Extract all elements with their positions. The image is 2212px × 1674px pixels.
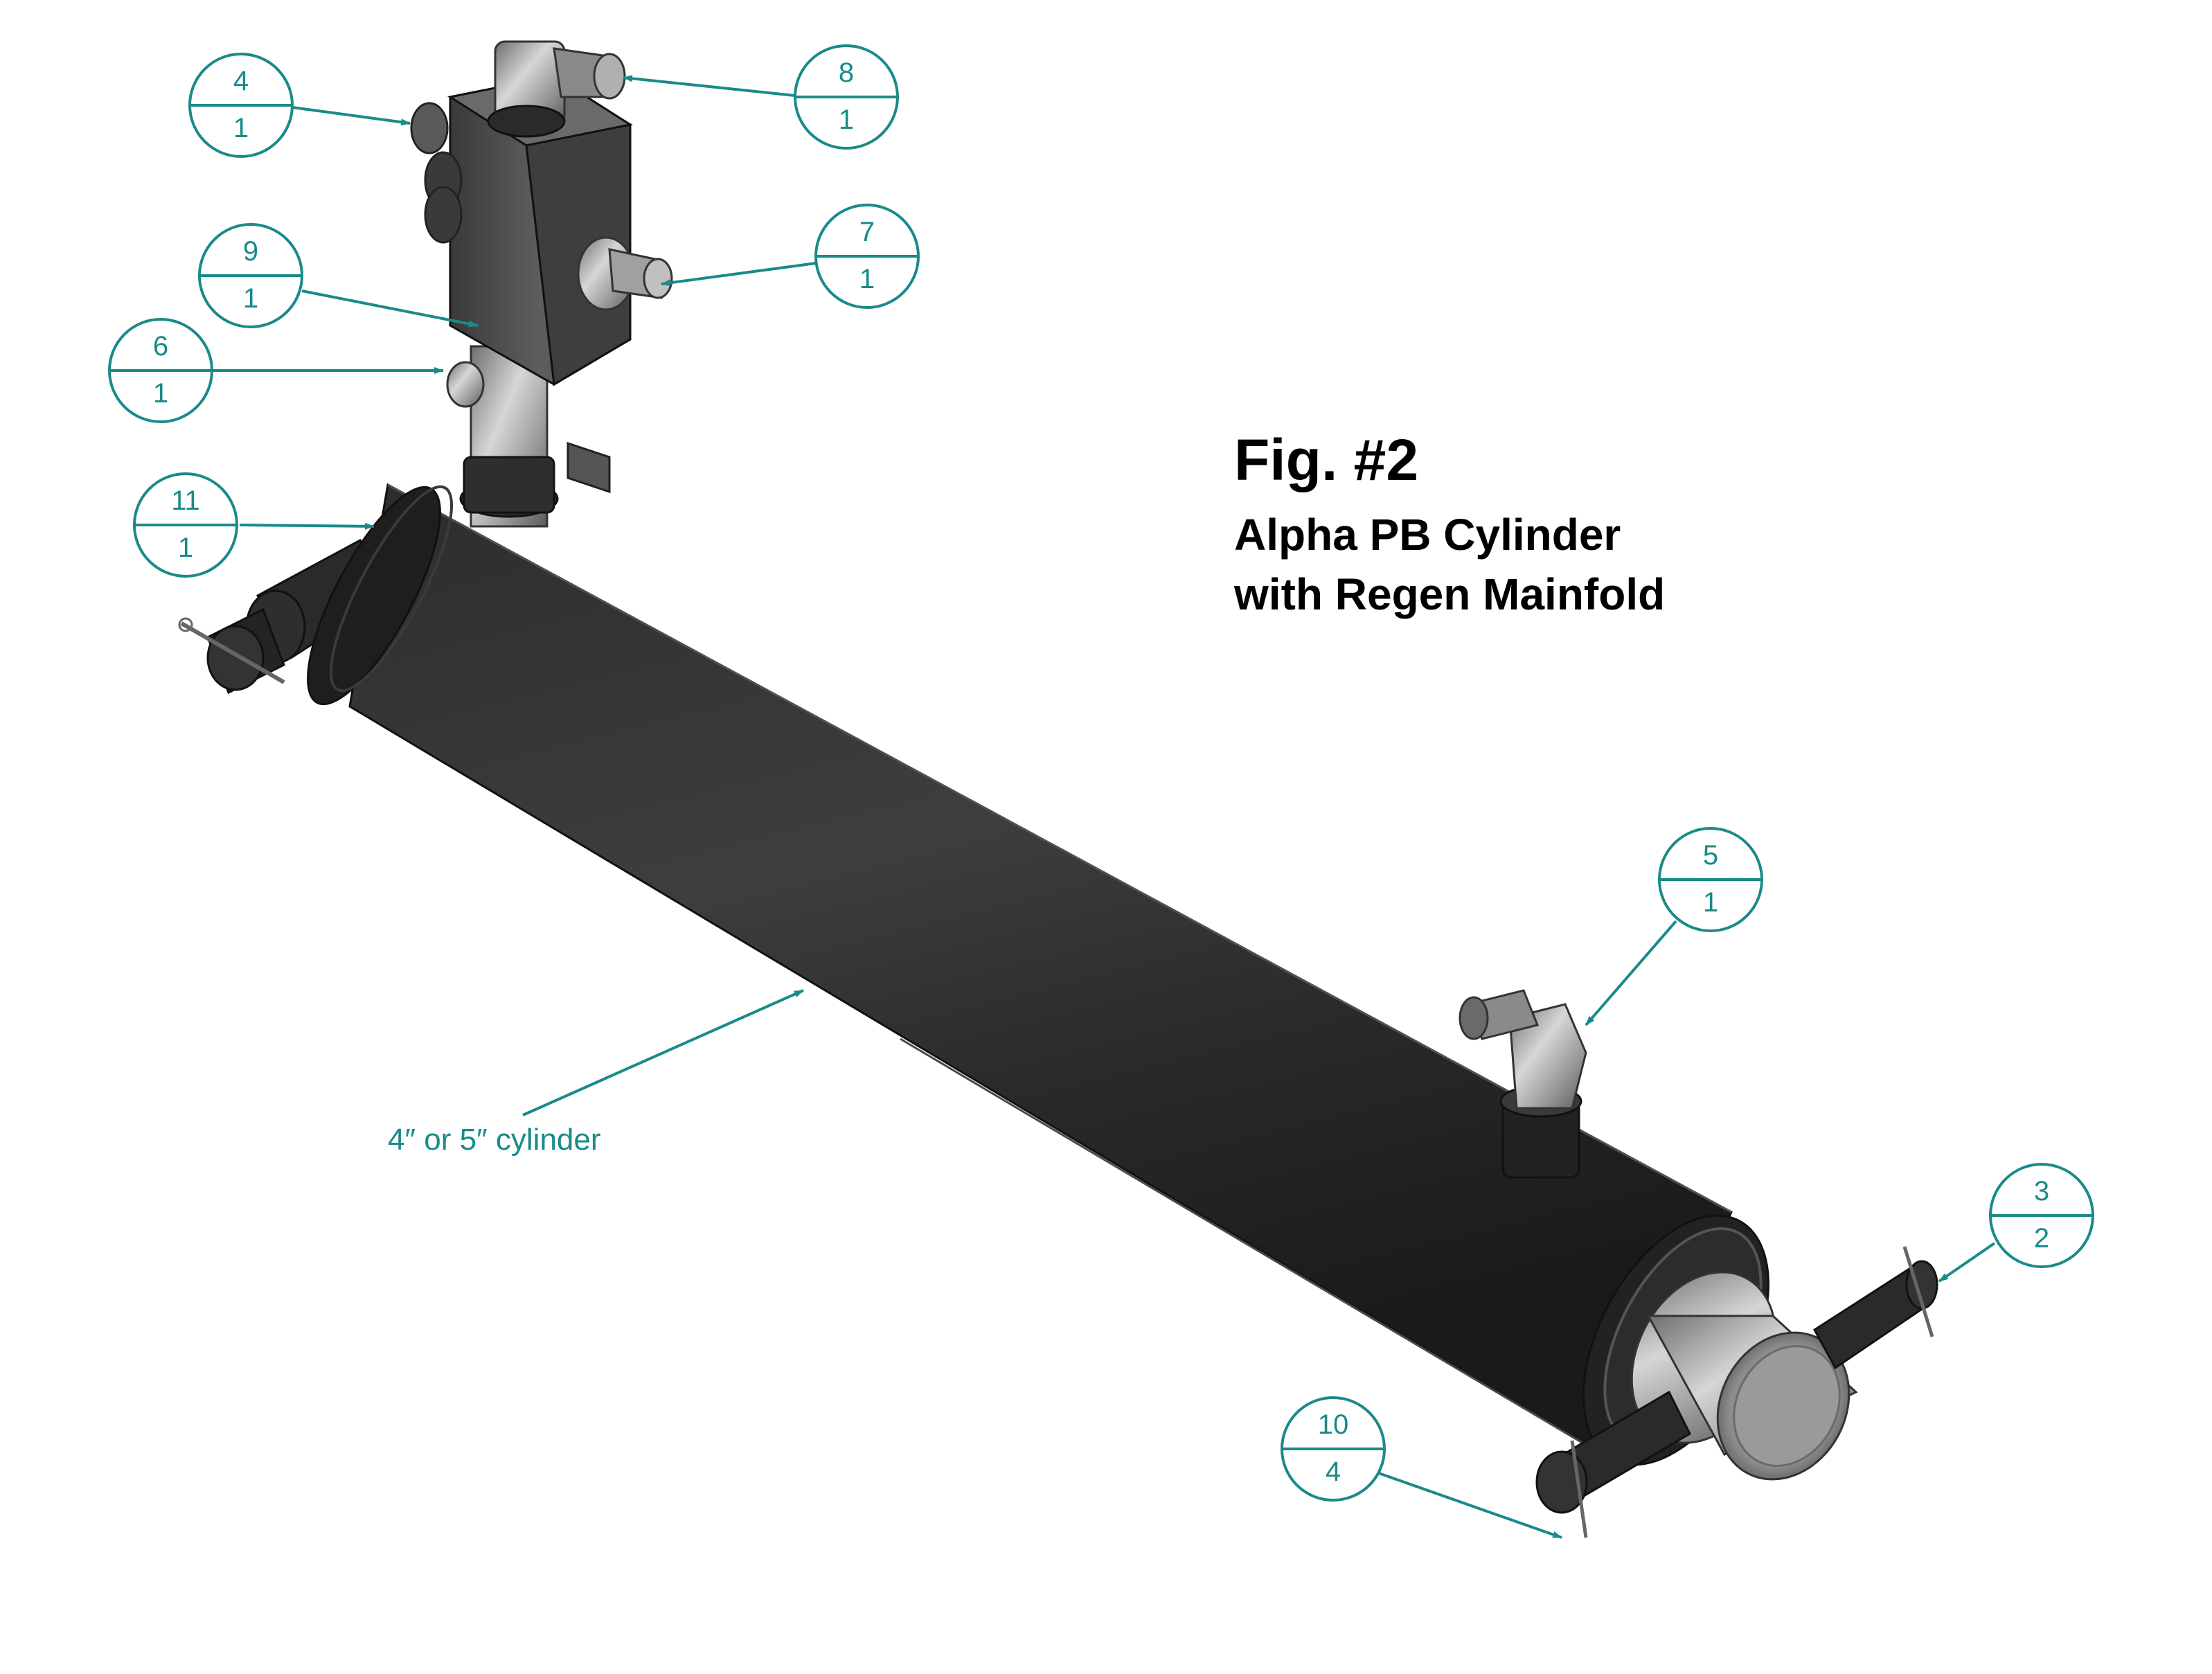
balloon-10: 10 4 — [1281, 1396, 1386, 1502]
balloon-qty: 2 — [2034, 1223, 2049, 1254]
balloon-item: 4 — [233, 66, 249, 96]
balloon-6: 6 1 — [108, 318, 213, 423]
balloon-qty: 1 — [859, 264, 875, 294]
leader-4 — [292, 106, 411, 126]
balloon-11: 11 1 — [133, 472, 238, 578]
port-elbow-fitting — [1459, 989, 1587, 1179]
balloon-8: 8 1 — [794, 44, 899, 150]
balloon-qty: 1 — [178, 533, 193, 563]
balloon-5: 5 1 — [1658, 827, 1763, 932]
balloon-item: 6 — [153, 331, 168, 362]
figure-subtitle-line1: Alpha PB Cylinder — [1234, 510, 1621, 560]
balloon-item: 7 — [859, 217, 875, 247]
leader-10 — [1374, 1470, 1562, 1539]
leader-11 — [239, 522, 375, 530]
rod-end — [1535, 1246, 1938, 1538]
balloon-qty: 1 — [243, 283, 258, 314]
figure-subtitle-line2: with Regen Mainfold — [1234, 569, 1666, 619]
leader-9 — [301, 290, 479, 328]
balloon-item: 11 — [171, 486, 200, 516]
balloon-qty: 1 — [1703, 887, 1718, 918]
leader-3 — [1938, 1242, 1996, 1283]
balloon-3: 3 2 — [1989, 1163, 2094, 1268]
balloon-item: 9 — [243, 236, 258, 267]
leader-5 — [1585, 920, 1677, 1026]
balloon-item: 8 — [839, 57, 854, 88]
balloon-item: 5 — [1703, 840, 1718, 871]
balloon-item: 10 — [1318, 1409, 1349, 1440]
cylinder-size-note: 4″ or 5″ cylinder — [388, 1123, 601, 1157]
balloon-qty: 1 — [233, 113, 249, 143]
balloon-7: 7 1 — [814, 204, 920, 309]
leader-cylinder — [522, 989, 804, 1116]
regen-manifold — [410, 40, 673, 528]
leader-7 — [661, 262, 817, 287]
balloon-qty: 4 — [1326, 1457, 1341, 1487]
leader-lines — [212, 75, 1996, 1539]
balloon-4: 4 1 — [188, 53, 294, 158]
balloon-item: 3 — [2034, 1176, 2049, 1206]
balloon-qty: 1 — [839, 105, 854, 135]
leader-8 — [623, 75, 796, 97]
balloon-9: 9 1 — [198, 223, 303, 328]
cylinder-barrel — [307, 483, 1769, 1466]
figure-title: Fig. #2 — [1234, 427, 1419, 492]
balloon-qty: 1 — [153, 378, 168, 409]
